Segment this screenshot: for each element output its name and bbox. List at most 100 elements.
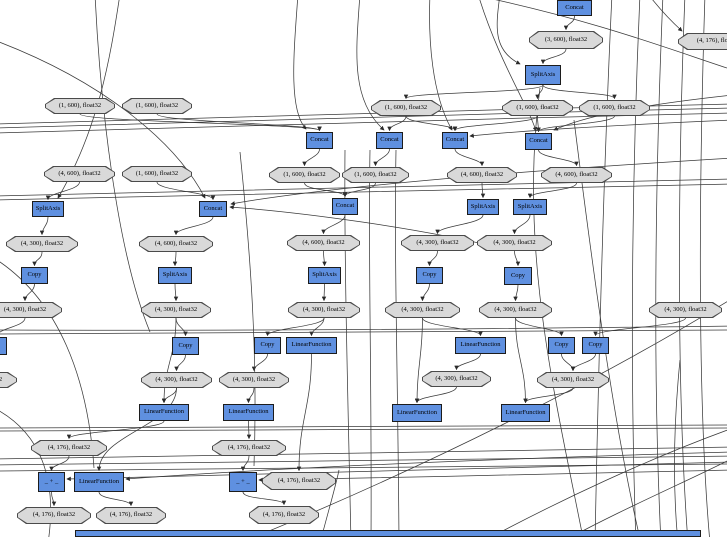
node-label: LinearFunction <box>396 408 438 416</box>
op-node--58: _ + _ <box>38 472 65 492</box>
op-node-linearfunction-59: LinearFunction <box>74 472 124 492</box>
var-node-1-600-float32-8: (1, 600), float32 <box>579 100 650 116</box>
node-label: SplitAxis <box>470 202 496 210</box>
var-node-1-600-float32-14: (1, 600), float32 <box>122 166 192 182</box>
node-label: (4, 300), float32 <box>0 375 3 383</box>
var-node-4-300-float32-34: (4, 300), float32 <box>0 302 62 318</box>
node-label: (4, 300), float32 <box>232 375 276 383</box>
node-label: (4, 176), float32 <box>277 476 321 484</box>
node-label: Copy <box>178 341 193 349</box>
op-node-concat-11: Concat <box>442 132 468 149</box>
op-node-concat-10: Concat <box>376 132 403 149</box>
op-node-concat-20: Concat <box>199 201 227 217</box>
var-node-4-600-float32-25: (4, 600), float32 <box>139 236 213 252</box>
node-label: (4, 176), float32 <box>696 37 727 45</box>
var-node-4-176-float32-56: (4, 176), float32 <box>31 440 107 456</box>
var-node-1-600-float32-15: (1, 600), float32 <box>269 167 340 183</box>
var-node-4-600-float32-26: (4, 600), float32 <box>287 235 360 251</box>
var-node-4-600-float32-13: (4, 600), float32 <box>44 166 115 182</box>
var-node-1-600-float32-4: (1, 600), float32 <box>45 98 115 114</box>
var-node-4-300-float32-49: (4, 300), float32 <box>219 372 289 388</box>
node-label: (4, 600), float32 <box>58 169 101 177</box>
op-node-linearfunction-53: LinearFunction <box>223 404 274 421</box>
node-label: Copy <box>588 341 603 349</box>
node-label: (4, 300), float32 <box>154 305 198 313</box>
node-label: (4, 176), float32 <box>262 510 306 518</box>
op-node-copy-32: Copy <box>416 267 443 284</box>
node-label: LinearFunction <box>505 408 546 416</box>
node-label: (4, 300), float32 <box>435 374 478 382</box>
node-label: (1, 600), float32 <box>58 101 102 109</box>
node-label: SplitAxis <box>162 271 188 279</box>
var-node-4-300-float32-50: (4, 300), float32 <box>422 371 491 387</box>
node-label: (4, 600), float32 <box>302 238 345 246</box>
node-label: (4, 300), float32 <box>302 305 346 313</box>
var-node-4-300-float32-48: (4, 300), float32 <box>141 372 212 388</box>
op-node-copy-46: Copy <box>582 337 609 354</box>
node-label: (4, 300), float32 <box>551 375 595 383</box>
op-node-copy-41: Copy <box>172 337 199 355</box>
node-label: (4, 300), float32 <box>155 375 198 383</box>
node-label: (3, 600), float32 <box>544 35 588 43</box>
node-label: (4, 300), float32 <box>3 305 47 313</box>
var-node-1-600-float32-5: (1, 600), float32 <box>122 98 192 114</box>
node-label: SplitAxis <box>312 271 337 279</box>
var-node-4-300-float32-51: (4, 300), float32 <box>537 372 609 388</box>
node-label: (4, 176), float32 <box>47 443 91 451</box>
var-node-1-600-float32-6: (1, 600), float32 <box>371 100 441 116</box>
op-node-splitaxis-19: SplitAxis <box>32 201 64 217</box>
op-node-splitaxis-22: SplitAxis <box>467 199 499 215</box>
var-node-4-176-float32-3: (4, 176), float32 <box>678 33 727 50</box>
node-label: Concat <box>335 202 355 210</box>
op-node-concat-9: Concat <box>306 132 333 149</box>
var-node-4-176-float32-60: (4, 176), float32 <box>262 472 336 490</box>
node-label: (4, 300), float32 <box>20 239 64 247</box>
var-node-4-300-float32-38: (4, 300), float32 <box>479 302 552 318</box>
var-node-1-600-float32-7: (1, 600), float32 <box>502 100 573 116</box>
node-label: Copy <box>554 341 569 349</box>
op-node-splitaxis-23: SplitAxis <box>513 199 547 215</box>
op-node-linearfunction-52: LinearFunction <box>139 404 189 421</box>
node-label: (4, 300), float32 <box>401 305 444 313</box>
op-node-copy-33: Copy <box>504 267 532 285</box>
op-node-copy-45: Copy <box>548 337 575 354</box>
op-node-linearfunction-43: LinearFunction <box>286 337 337 354</box>
var-node-4-300-float32-47: (4, 300), float32 <box>0 372 17 388</box>
var-node-4-176-float32-63: (4, 176), float32 <box>96 507 166 524</box>
var-node-4-176-float32-57: (4, 176), float32 <box>212 440 286 456</box>
node-label: (4, 600), float32 <box>555 170 598 178</box>
node-label: LinearFunction <box>78 477 120 485</box>
op-node-copy-42: Copy <box>254 337 281 354</box>
node-label: (1, 600), float32 <box>516 103 559 111</box>
var-node-4-176-float32-62: (4, 176), float32 <box>17 507 91 524</box>
op-node-splitaxis-2: SplitAxis <box>525 65 561 85</box>
op-node--61: _ + _ <box>229 472 257 492</box>
var-node-4-300-float32-37: (4, 300), float32 <box>385 302 460 318</box>
var-node-4-300-float32-27: (4, 300), float32 <box>401 235 474 251</box>
var-node-4-300-float32-28: (4, 300), float32 <box>477 235 552 251</box>
node-label: Copy <box>27 271 42 279</box>
node-label: (4, 176), float32 <box>109 511 153 519</box>
node-label: SplitAxis <box>35 204 61 212</box>
node-label: LinearFunction <box>228 408 269 416</box>
node-label: (1, 600), float32 <box>384 103 428 111</box>
node-label: Copy <box>510 271 526 279</box>
node-label: (4, 600), float32 <box>154 239 198 247</box>
node-label: (1, 600), float32 <box>593 103 636 111</box>
node-label: (4, 176), float32 <box>227 443 271 451</box>
var-node-3-600-float32-1: (3, 600), float32 <box>529 31 603 49</box>
node-label: Concat <box>565 3 584 11</box>
node-label: LinearFunction <box>291 341 332 349</box>
var-node-4-600-float32-18: (4, 600), float32 <box>541 167 612 183</box>
node-label: (1, 600), float32 <box>135 101 179 109</box>
op-node-splitaxis-31: SplitAxis <box>308 267 341 284</box>
var-node-4-176-float32-64: (4, 176), float32 <box>249 506 319 524</box>
op-node-concat-21: Concat <box>332 198 358 215</box>
var-node-4-600-float32-17: (4, 600), float32 <box>447 167 517 183</box>
node-label: SplitAxis <box>517 202 543 210</box>
node-label: (4, 300), float32 <box>664 305 707 313</box>
op-node-linearfunction-44: LinearFunction <box>455 337 506 354</box>
node-label: Concat <box>529 137 548 145</box>
